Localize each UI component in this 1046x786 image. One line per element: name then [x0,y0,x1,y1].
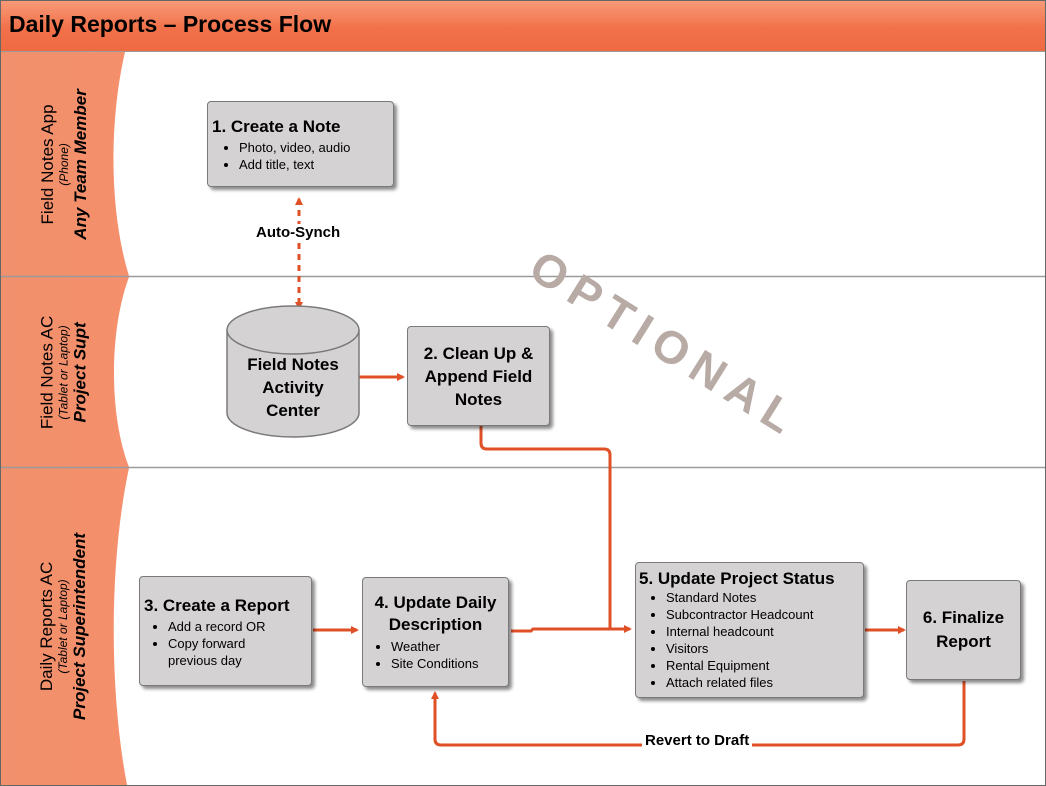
activity-center-line: Field Notes [247,355,339,374]
bullet-item: Site Conditions [391,655,508,672]
bullet-item: Subcontractor Headcount [666,606,863,623]
bullet-item: Visitors [666,640,863,657]
bullet-item: Add title, text [239,156,393,173]
step-title-line: 6. Finalize [922,608,1005,627]
step-clean-up: 2. Clean Up & Append Field Notes [407,326,550,426]
bullet-item: Rental Equipment [666,657,863,674]
step-title-line: 2. Clean Up & [423,344,534,363]
bullet-item: Standard Notes [666,589,863,606]
step-bullets: Photo, video, audio Add title, text [212,139,393,173]
step-title-line: Append Field [424,367,533,386]
step-title: 1. Create a Note [212,117,341,136]
arrow-cleanup-to-status [479,426,612,629]
step-bullets: Standard Notes Subcontractor Headcount I… [639,589,863,691]
step-bullets: Weather Site Conditions [363,638,508,672]
lane-header-3 [1,468,129,785]
step-title-line: Description [388,615,483,634]
step-title-line: Report [936,632,991,651]
step-create-report: 3. Create a Report Add a record OR Copy … [139,576,312,686]
title-bar: Daily Reports – Process Flow [1,1,1045,52]
activity-center-line: Center [266,401,320,420]
step-update-daily-description: 4. Update Daily Description Weather Site… [362,577,509,687]
step-title: 3. Create a Report [144,596,290,615]
diagram-title: Daily Reports – Process Flow [9,11,332,37]
revert-to-draft-label: Revert to Draft [642,732,753,749]
bullet-item: Photo, video, audio [239,139,393,156]
activity-center-cylinder [226,305,360,438]
lane-header-1 [1,52,129,276]
bullet-item: Copy forward previous day [168,635,268,669]
step-create-note: 1. Create a Note Photo, video, audio Add… [207,101,394,187]
arrow-daily-to-status [511,625,632,633]
step-bullets: Add a record OR Copy forward previous da… [144,618,311,669]
bullet-item: Weather [391,638,508,655]
step-update-project-status: 5. Update Project Status Standard Notes … [635,562,864,698]
activity-center-line: Activity [262,378,324,397]
step-title-line: 4. Update Daily [374,593,497,612]
bullet-item: Attach related files [666,674,863,691]
activity-center-label: Field Notes Activity Center [225,353,361,422]
step-finalize-report: 6. Finalize Report [906,580,1021,680]
auto-synch-label: Auto-Synch [254,224,343,241]
bullet-item: Add a record OR [168,618,311,635]
bullet-item: Internal headcount [666,623,863,640]
step-title: 5. Update Project Status [639,569,835,588]
lane-header-2 [1,277,129,467]
step-title-line: Notes [454,390,503,409]
